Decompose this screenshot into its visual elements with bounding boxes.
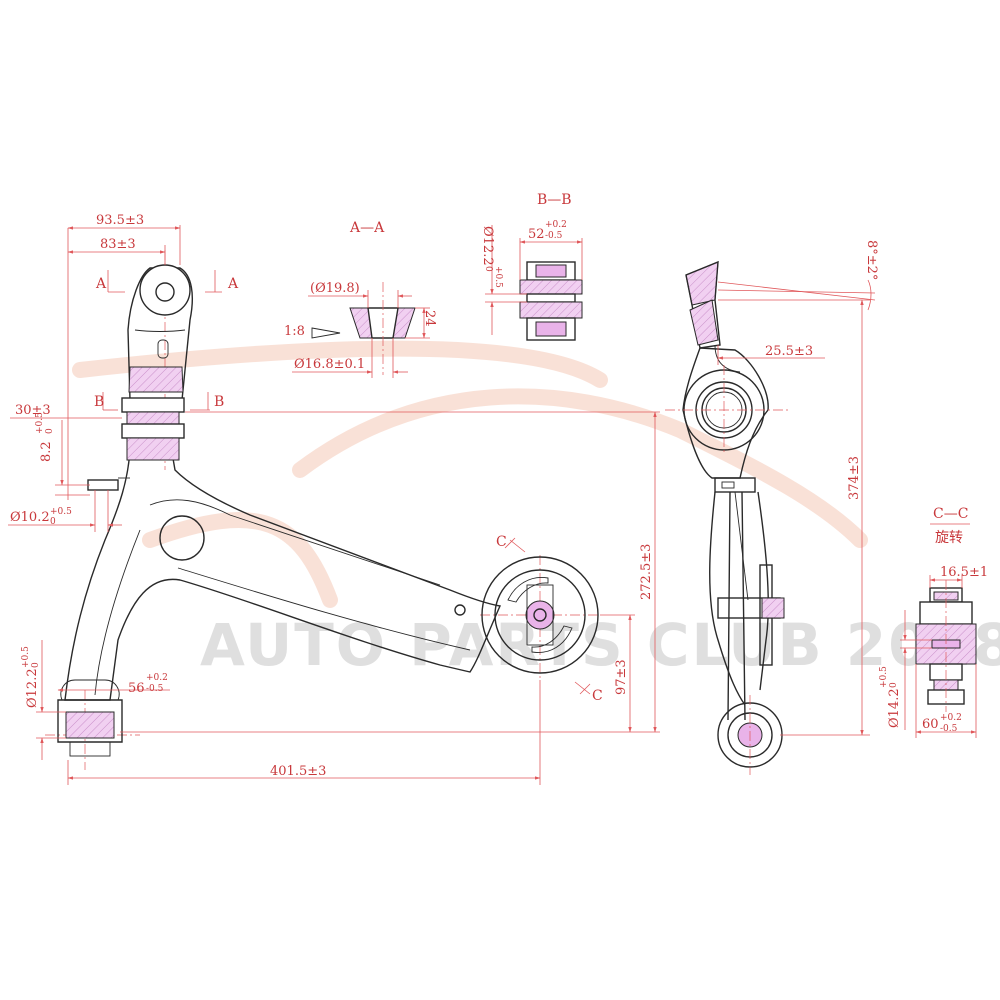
label-b-right: B: [214, 394, 224, 410]
section-aa: A—A 1:8 (Ø19.8) Ø16.8±0.1 24: [284, 220, 437, 378]
dim-12-2-plus: +0.5: [21, 646, 31, 668]
cc-width-minus: -0.5: [940, 724, 958, 734]
label-c-bottom: C: [592, 688, 603, 704]
label-c-top: C: [496, 534, 507, 550]
section-cc-subtitle: 旋转: [935, 530, 963, 546]
cc-dia-plus: +0.5: [879, 666, 889, 688]
dim-10-2-minus: 0: [50, 517, 56, 527]
main-view: [45, 250, 600, 770]
section-cc-title: C—C: [933, 506, 968, 522]
dim-56-minus: -0.5: [146, 684, 164, 694]
dim-83: 83±3: [100, 237, 136, 252]
cc-width-top: 16.5±1: [940, 565, 988, 580]
bb-dia-minus: 0: [483, 266, 493, 272]
side-view: [665, 260, 790, 775]
bb-dia-plus: +0.5: [493, 266, 503, 288]
aa-outer-dia: (Ø19.8): [310, 281, 360, 296]
dim-272-5: 272.5±3: [639, 544, 654, 600]
section-aa-title: A—A: [349, 220, 385, 236]
dim-10-2: Ø10.2: [10, 510, 50, 525]
dim-10-2-plus: +0.5: [50, 507, 72, 517]
side-angle: 8°±2°: [864, 240, 879, 280]
dim-8-2-minus: 0: [45, 428, 55, 434]
cc-dia-minus: 0: [889, 682, 899, 688]
bb-width: 52: [528, 227, 545, 242]
side-25-5: 25.5±3: [765, 344, 813, 359]
dim-12-2: Ø12.2: [25, 668, 40, 708]
aa-height: 24: [422, 310, 437, 327]
label-a-right: A: [227, 276, 239, 292]
dim-93-5: 93.5±3: [96, 213, 144, 228]
main-dimensions: 93.5±3 83±3 A A B B 30±3 8.2 +0.5 0: [8, 213, 660, 785]
cc-width-plus: +0.2: [940, 713, 962, 723]
dim-8-2-plus: +0.5: [35, 412, 45, 434]
label-b-left: B: [94, 394, 104, 410]
bb-dia: Ø12.2: [480, 226, 495, 266]
side-dimensions: 8°±2° 25.5±3 374±3: [717, 240, 879, 736]
section-bb-title: B—B: [537, 192, 572, 208]
bb-width-plus: +0.2: [545, 220, 567, 230]
label-a-left: A: [95, 276, 107, 292]
cc-dia: Ø14.2: [887, 688, 902, 728]
section-bb: B—B 52 +0.2 -0.5 Ø12.2 +0.5 0: [480, 192, 583, 341]
aa-taper: 1:8: [284, 324, 305, 339]
dim-56-plus: +0.2: [146, 673, 168, 683]
dim-401-5: 401.5±3: [270, 764, 326, 779]
dim-56: 56: [128, 681, 145, 696]
side-374: 374±3: [847, 456, 862, 500]
aa-bottom-dia: Ø16.8±0.1: [294, 357, 365, 372]
dim-30: 30±3: [15, 403, 51, 418]
watermark-text: AUTO PARTS CLUB 2018: [200, 611, 1000, 679]
watermark: AUTO PARTS CLUB 2018: [72, 340, 1000, 679]
cc-width: 60: [922, 717, 939, 732]
dim-12-2-minus: 0: [31, 662, 41, 668]
dim-97: 97±3: [614, 659, 629, 695]
dim-8-2: 8.2: [39, 441, 54, 462]
bb-width-minus: -0.5: [545, 231, 563, 241]
section-cc: C—C 旋转 16.5±1 Ø14.2 +0.5 0 60 +0.2: [879, 506, 988, 738]
